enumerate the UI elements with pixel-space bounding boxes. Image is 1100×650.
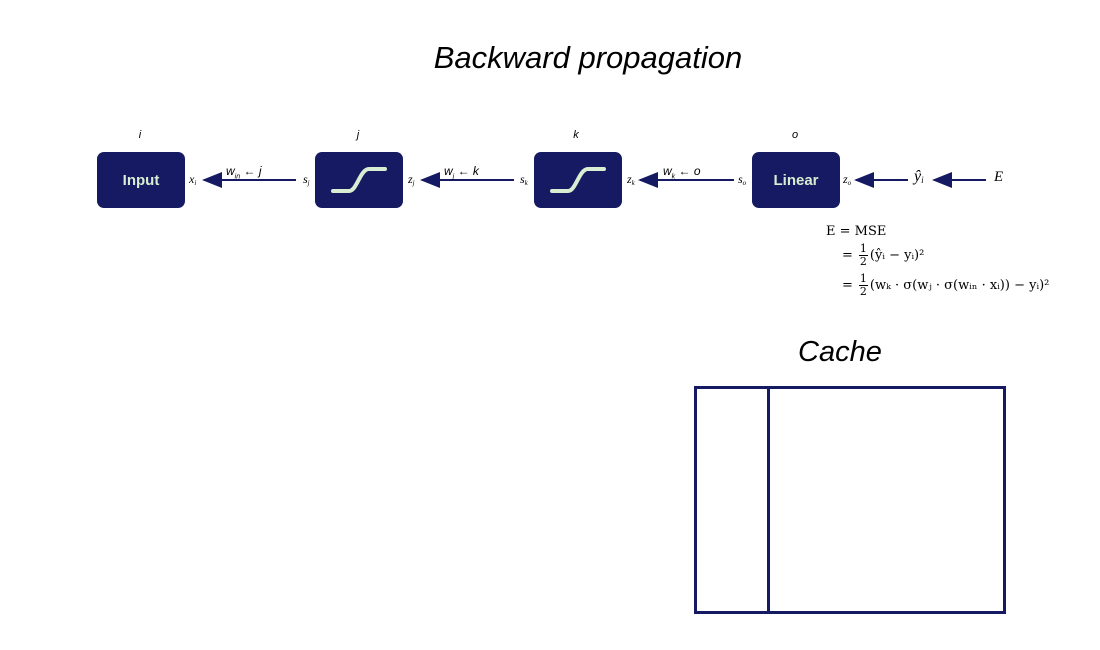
- var-z-j: zj: [408, 172, 415, 187]
- cache-title: Cache: [798, 336, 882, 368]
- var-z-k: zk: [627, 172, 635, 187]
- var-y-hat: ŷi: [914, 168, 924, 185]
- sigmoid-curve-icon: [550, 167, 606, 193]
- cache-table: [694, 386, 1006, 614]
- layer-label-o: o: [791, 129, 799, 141]
- layer-label-i: i: [138, 129, 142, 141]
- hidden-node-j: [315, 152, 403, 208]
- output-node-label: Linear: [773, 171, 819, 189]
- input-node-label: Input: [122, 171, 160, 189]
- weight-label-w-k: wk ← o: [663, 164, 701, 181]
- layer-label-k: k: [573, 129, 579, 141]
- var-error: E: [994, 169, 1004, 185]
- var-x-i: xi: [189, 172, 197, 187]
- weight-label-w-in: win ← j: [226, 164, 262, 181]
- input-node: Input: [97, 152, 185, 208]
- var-z-o: zo: [843, 172, 852, 187]
- layer-label-j: j: [356, 129, 360, 141]
- var-s-o: so: [738, 172, 747, 187]
- hidden-node-k: [534, 152, 622, 208]
- diagram-title: Backward propagation: [433, 40, 743, 75]
- var-s-j: sj: [303, 172, 310, 187]
- cache-column-divider: [767, 389, 770, 611]
- var-s-k: sk: [520, 172, 528, 187]
- weight-label-w-j: wj ← k: [444, 164, 479, 181]
- sigmoid-curve-icon: [331, 167, 387, 193]
- output-node: Linear: [752, 152, 840, 208]
- formula-line-1: E = MSE: [826, 223, 887, 239]
